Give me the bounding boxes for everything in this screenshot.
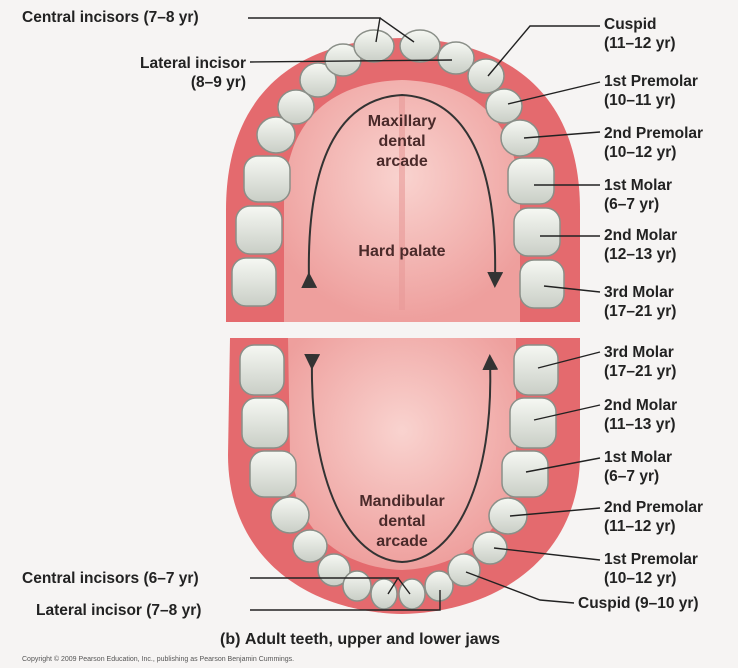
label-lower-molar-3-age: (17–21 yr): [604, 362, 676, 381]
lower-left-central-incisor: [371, 579, 397, 609]
label-upper-molar-2-age: (12–13 yr): [604, 245, 677, 264]
label-upper-cuspid-age: (11–12 yr): [604, 34, 676, 53]
label-upper-premolar-1-name: 1st Premolar: [604, 72, 698, 91]
caption-text: Adult teeth, upper and lower jaws: [245, 631, 500, 648]
lower-left-premolar-1: [293, 530, 327, 562]
label-lower-molar-2-age: (11–13 yr): [604, 415, 677, 434]
label-upper-cuspid: Cuspid (11–12 yr): [604, 15, 676, 53]
upper-left-central-incisor: [354, 30, 394, 62]
label-upper-central-incisors: Central incisors (7–8 yr): [22, 8, 199, 27]
label-lower-premolar-2-name: 2nd Premolar: [604, 498, 703, 517]
label-lower-central-incisors-text: Central incisors (6–7 yr): [22, 569, 199, 588]
label-upper-premolar-2: 2nd Premolar (10–12 yr): [604, 124, 703, 162]
label-maxillary-line-2: dental: [352, 132, 452, 152]
label-mandibular-line-2: dental: [340, 512, 464, 532]
label-lower-premolar-2: 2nd Premolar (11–12 yr): [604, 498, 703, 536]
label-lower-premolar-1-age: (10–12 yr): [604, 569, 698, 588]
upper-right-molar-1: [508, 158, 554, 204]
label-lower-molar-3: 3rd Molar (17–21 yr): [604, 343, 676, 381]
label-upper-lateral-incisor-age: (8–9 yr): [100, 73, 246, 92]
upper-right-central-incisor: [400, 30, 440, 62]
label-maxillary-dental-arcade: Maxillary dental arcade: [352, 112, 452, 172]
lower-right-molar-1: [502, 451, 548, 497]
label-upper-cuspid-name: Cuspid: [604, 15, 676, 34]
label-lower-cuspid: Cuspid (9–10 yr): [578, 594, 699, 613]
label-lower-molar-2-name: 2nd Molar: [604, 396, 677, 415]
label-lower-cuspid-text: Cuspid (9–10 yr): [578, 594, 699, 613]
lower-right-premolar-1: [473, 532, 507, 564]
lower-right-molar-3: [514, 345, 558, 395]
lower-left-molar-2: [242, 398, 288, 448]
label-mandibular-line-3: arcade: [340, 532, 464, 552]
lower-right-premolar-2: [489, 498, 527, 534]
label-upper-molar-3-age: (17–21 yr): [604, 302, 676, 321]
copyright-notice: Copyright © 2009 Pearson Education, Inc.…: [22, 656, 294, 663]
label-lower-central-incisors: Central incisors (6–7 yr): [22, 569, 199, 588]
label-upper-premolar-1-age: (10–11 yr): [604, 91, 698, 110]
label-upper-molar-3: 3rd Molar (17–21 yr): [604, 283, 676, 321]
label-lower-premolar-1-name: 1st Premolar: [604, 550, 698, 569]
label-upper-molar-1-age: (6–7 yr): [604, 195, 672, 214]
upper-left-molar-2: [236, 206, 282, 254]
label-lower-molar-3-name: 3rd Molar: [604, 343, 676, 362]
label-upper-molar-2: 2nd Molar (12–13 yr): [604, 226, 677, 264]
lower-left-lateral-incisor: [343, 571, 371, 601]
upper-right-molar-3: [520, 260, 564, 308]
label-upper-molar-1-name: 1st Molar: [604, 176, 672, 195]
label-hard-palate: Hard palate: [340, 242, 464, 262]
label-lower-molar-1-age: (6–7 yr): [604, 467, 672, 486]
label-hard-palate-text: Hard palate: [358, 243, 445, 260]
upper-right-premolar-2: [501, 120, 539, 156]
label-maxillary-line-3: arcade: [352, 152, 452, 172]
label-upper-premolar-2-age: (10–12 yr): [604, 143, 703, 162]
label-lower-lateral-incisor-text: Lateral incisor (7–8 yr): [36, 601, 201, 620]
label-upper-premolar-1: 1st Premolar (10–11 yr): [604, 72, 698, 110]
figure-caption: (b) Adult teeth, upper and lower jaws: [220, 631, 500, 649]
label-upper-molar-3-name: 3rd Molar: [604, 283, 676, 302]
label-lower-molar-1-name: 1st Molar: [604, 448, 672, 467]
label-mandibular-line-1: Mandibular: [340, 492, 464, 512]
label-upper-molar-1: 1st Molar (6–7 yr): [604, 176, 672, 214]
label-lower-molar-1: 1st Molar (6–7 yr): [604, 448, 672, 486]
label-lower-premolar-1: 1st Premolar (10–12 yr): [604, 550, 698, 588]
upper-right-premolar-1: [486, 89, 522, 123]
label-maxillary-line-1: Maxillary: [352, 112, 452, 132]
upper-left-molar-3: [232, 258, 276, 306]
label-mandibular-dental-arcade: Mandibular dental arcade: [340, 492, 464, 552]
lower-right-molar-2: [510, 398, 556, 448]
lower-left-molar-1: [250, 451, 296, 497]
lower-left-premolar-2: [271, 497, 309, 533]
label-upper-premolar-2-name: 2nd Premolar: [604, 124, 703, 143]
label-lower-premolar-2-age: (11–12 yr): [604, 517, 703, 536]
label-upper-lateral-incisor: Lateral incisor (8–9 yr): [100, 54, 246, 92]
lower-left-molar-3: [240, 345, 284, 395]
label-lower-lateral-incisor: Lateral incisor (7–8 yr): [36, 601, 201, 620]
lower-right-cuspid: [448, 554, 480, 586]
upper-right-molar-2: [514, 208, 560, 256]
label-lower-molar-2: 2nd Molar (11–13 yr): [604, 396, 677, 434]
caption-part-label: (b): [220, 631, 240, 648]
label-upper-lateral-incisor-name: Lateral incisor: [100, 54, 246, 73]
upper-left-molar-1: [244, 156, 290, 202]
label-upper-central-incisors-text: Central incisors (7–8 yr): [22, 8, 199, 27]
label-upper-molar-2-name: 2nd Molar: [604, 226, 677, 245]
upper-right-lateral-incisor: [438, 42, 474, 74]
